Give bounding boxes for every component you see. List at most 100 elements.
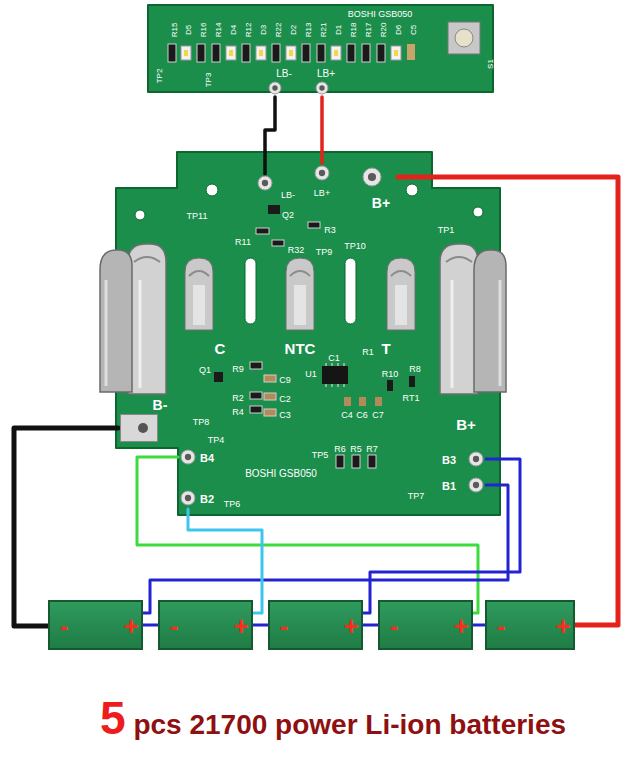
silkscreen-label: C7 [372,411,384,420]
silkscreen-label-holder: Q2 [282,204,294,222]
silkscreen-label: TP6 [224,500,241,509]
silkscreen-label-holder: U1 [305,363,317,381]
polarity-sign: + [343,613,358,639]
pad-label: LB- [281,191,295,200]
pad-ring [179,448,197,466]
silkscreen-label-holder: R13 [297,23,315,38]
silkscreen-label-holder: TP9 [316,241,333,259]
pad-label: B- [153,398,168,412]
silkscreen-label-holder: C9 [279,369,291,387]
polarity-sign-holder: - [497,613,506,639]
pad-square [120,414,158,442]
caption-text-holder: 5 pcs 21700 power Li-ion batteries [100,695,566,741]
silkscreen-label-holder: C1 [328,347,340,365]
pad-ring [314,80,330,96]
pad-label-holder: B1 [442,476,456,494]
power-pad: B+ [358,164,398,214]
silkscreen-label-holder: D1 [327,25,345,35]
pad-label-holder: B4 [200,448,214,466]
silkscreen-label: C6 [356,411,368,420]
pad-ring [361,166,383,188]
silkscreen-label-holder: C6 [356,404,368,422]
silkscreen-label: C [215,341,226,356]
balance-pad: B3 [434,448,486,470]
silkscreen-label-holder: R8 [409,358,421,376]
silkscreen-label: C5 [410,25,418,35]
left-battery-clip [100,244,166,394]
silkscreen-label: U1 [305,370,317,379]
board-shape [116,152,500,515]
silkscreen-label-holder: TP1 [438,219,455,237]
silkscreen-label-holder: T [381,340,390,358]
silkscreen-label: R18 [350,23,358,38]
board-marking: BOSHI GSB050 [348,10,413,19]
silkscreen-label-holder: RT1 [403,387,420,405]
silkscreen-label-holder: C3 [279,404,291,422]
silkscreen-label-holder: C [215,340,226,358]
silkscreen-label-holder: R17 [357,23,375,38]
polarity-sign: - [60,613,69,639]
polarity-sign: - [390,613,399,639]
solder-pad: LB+ [308,64,340,97]
silkscreen-label-holder: R15 [163,23,181,38]
polarity-sign-holder: + [343,613,358,639]
silkscreen-label: R1 [362,348,374,357]
silkscreen-label: R4 [232,408,244,417]
pad-label-holder: B+ [372,194,390,212]
power-pad: B- [118,396,174,444]
silkscreen-label-holder: C5 [402,25,420,35]
silkscreen-label-holder: D2 [282,25,300,35]
silkscreen-label-holder: TP2 [148,69,166,84]
wire [137,457,478,613]
silkscreen-label-holder: Q1 [199,359,211,377]
balance-pad: B4 [178,446,220,468]
silkscreen-label-holder: R9 [232,358,244,376]
silkscreen-label: R3 [324,226,336,235]
silkscreen-label-holder: R6 [334,438,346,456]
silkscreen-label: TP9 [316,248,333,257]
wire [188,509,262,613]
pad-ring [256,174,274,192]
silkscreen-label-holder: TP6 [224,493,241,511]
silkscreen-label: R13 [305,23,313,38]
silkscreen-label: TP10 [344,242,366,251]
pad-label: LB+ [314,189,330,198]
smd-components [214,205,415,468]
battery-cell: -+ [268,600,363,650]
silkscreen-label: S1 [487,59,495,69]
silkscreen-label-holder: TP3 [197,73,215,88]
pad-label-holder: LB+ [317,63,335,81]
silkscreen-label-holder: D6 [387,25,405,35]
silkscreen-label-holder: D3 [252,25,270,35]
pad-ring [467,476,485,494]
silkscreen-label: TP3 [205,73,213,88]
caption-text: 5 pcs 21700 power Li-ion batteries [100,695,566,741]
polarity-sign-holder: + [453,613,468,639]
silkscreen-label: TP8 [193,418,210,427]
silkscreen-label-holder: R12 [237,23,255,38]
battery-cell: -+ [378,600,473,650]
silkscreen-label: TP5 [312,451,329,460]
silkscreen-label: R20 [380,23,388,38]
silkscreen-label-holder: C2 [279,388,291,406]
silkscreen-label-holder: R1 [362,341,374,359]
board-shape [148,5,493,92]
silkscreen-label: TP4 [208,436,225,445]
balance-pad: B1 [434,474,486,496]
silkscreen-label-holder: R21 [312,23,330,38]
led-indicator-board: BOSHI GSB050LB-LB+ [148,5,493,92]
wire [320,97,324,163]
silkscreen-label: D4 [230,25,238,35]
wire [14,428,118,626]
silkscreen-label: TP2 [156,69,164,84]
solder-pad: LB+ [308,163,338,200]
silkscreen-label-holder: TP10 [344,235,366,253]
silkscreen-label: D5 [185,25,193,35]
pad-label: B1 [442,481,456,492]
silkscreen-label: R17 [365,23,373,38]
silkscreen-label-holder: TP8 [193,411,210,429]
right-battery-clip [440,244,506,394]
silkscreen-label: R5 [350,445,362,454]
polarity-sign: - [170,613,179,639]
